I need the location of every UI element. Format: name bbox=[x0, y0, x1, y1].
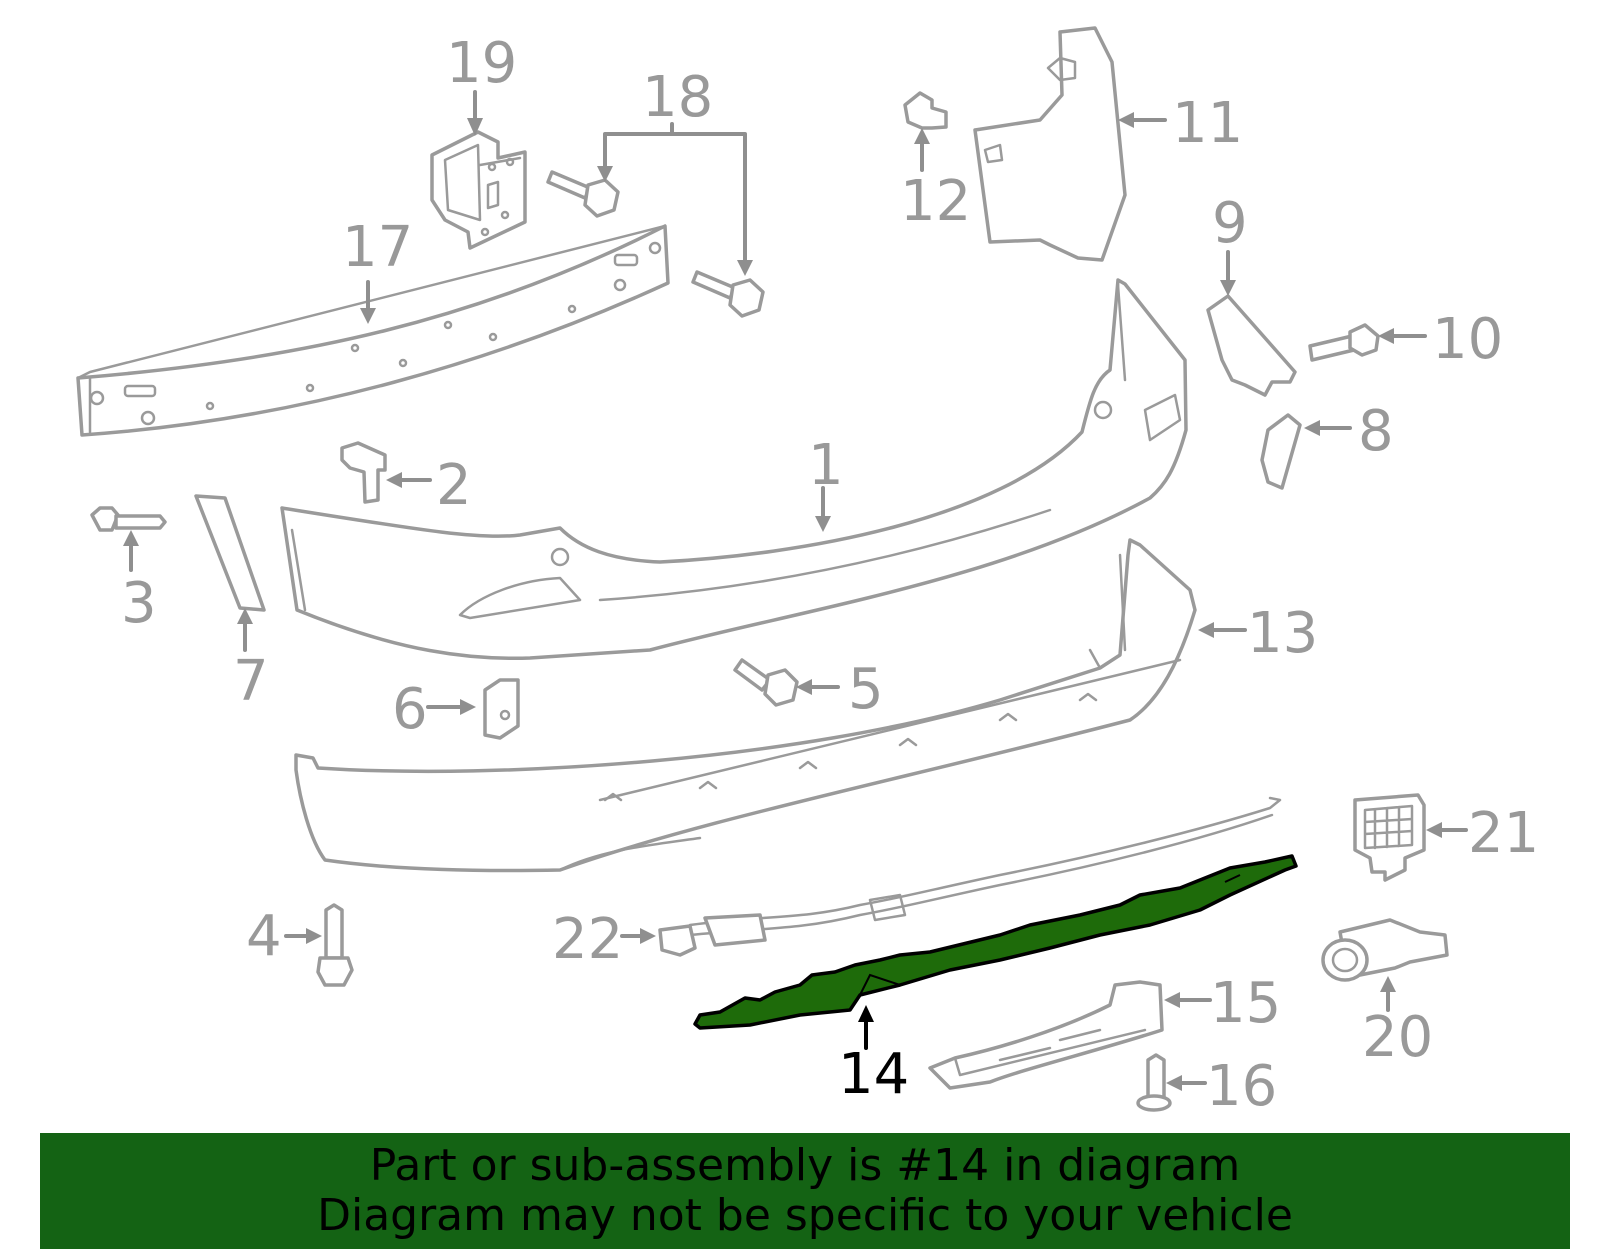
part-17-reinforcement-beam[interactable] bbox=[76, 224, 670, 437]
callout-11: 11 bbox=[1172, 91, 1243, 156]
callout-5: 5 bbox=[848, 657, 884, 722]
callout-1: 1 bbox=[808, 433, 844, 498]
banner-line-disclaimer: Diagram may not be specific to your vehi… bbox=[317, 1190, 1293, 1241]
callout-14: 14 bbox=[838, 1042, 909, 1107]
callout-16: 16 bbox=[1206, 1054, 1277, 1119]
callout-18: 18 bbox=[642, 65, 713, 130]
callout-2: 2 bbox=[436, 453, 472, 518]
part-21-sensor-bracket[interactable] bbox=[1353, 793, 1426, 882]
callout-19: 19 bbox=[446, 31, 517, 96]
part-4-bolt[interactable] bbox=[316, 903, 354, 987]
part-11-side-bracket[interactable] bbox=[973, 26, 1127, 262]
callout-20: 20 bbox=[1362, 1005, 1433, 1070]
callout-12: 12 bbox=[900, 169, 971, 234]
callout-7: 7 bbox=[233, 649, 269, 714]
callout-17: 17 bbox=[342, 215, 413, 280]
callout-6: 6 bbox=[392, 677, 428, 742]
callout-22: 22 bbox=[552, 907, 623, 972]
part-9-support[interactable] bbox=[1206, 294, 1297, 397]
part-12-clip[interactable] bbox=[903, 91, 948, 130]
part-20-sensor[interactable] bbox=[1321, 918, 1449, 982]
part-2-clip[interactable] bbox=[340, 441, 387, 504]
part-10-bolt[interactable] bbox=[1308, 323, 1380, 362]
part-1-bumper-cover[interactable] bbox=[280, 278, 1188, 661]
callout-21: 21 bbox=[1468, 801, 1539, 866]
part-6-nut-clip[interactable] bbox=[483, 678, 520, 740]
part-22-wiring-harness[interactable] bbox=[658, 796, 1282, 957]
callout-10: 10 bbox=[1432, 307, 1503, 372]
callout-4: 4 bbox=[246, 904, 282, 969]
part-14-energy-absorber[interactable] bbox=[693, 854, 1298, 1030]
callout-3: 3 bbox=[121, 571, 157, 636]
callout-13: 13 bbox=[1247, 601, 1318, 666]
part-7-trim-strip[interactable] bbox=[194, 494, 266, 612]
part-8-bracket[interactable] bbox=[1260, 413, 1302, 490]
callout-9: 9 bbox=[1212, 191, 1248, 256]
info-banner: Part or sub-assembly is #14 in diagram D… bbox=[40, 1133, 1570, 1249]
leader-lines bbox=[123, 90, 1468, 1091]
part-16-pin[interactable] bbox=[1136, 1053, 1172, 1112]
part-3-bolt[interactable] bbox=[90, 506, 167, 532]
part-15-skid-plate[interactable] bbox=[928, 980, 1164, 1090]
banner-line-part-number: Part or sub-assembly is #14 in diagram bbox=[369, 1140, 1241, 1191]
callout-8: 8 bbox=[1358, 399, 1394, 464]
callout-15: 15 bbox=[1210, 971, 1281, 1036]
part-5-bolt[interactable] bbox=[733, 658, 799, 707]
part-19-bracket[interactable] bbox=[430, 130, 527, 250]
part-13-lower-cover[interactable] bbox=[294, 538, 1197, 873]
part-18-bolts[interactable] bbox=[546, 170, 765, 318]
callout-labels: 1 2 3 4 5 6 7 8 9 10 11 12 13 14 15 16 1… bbox=[121, 31, 1539, 1119]
